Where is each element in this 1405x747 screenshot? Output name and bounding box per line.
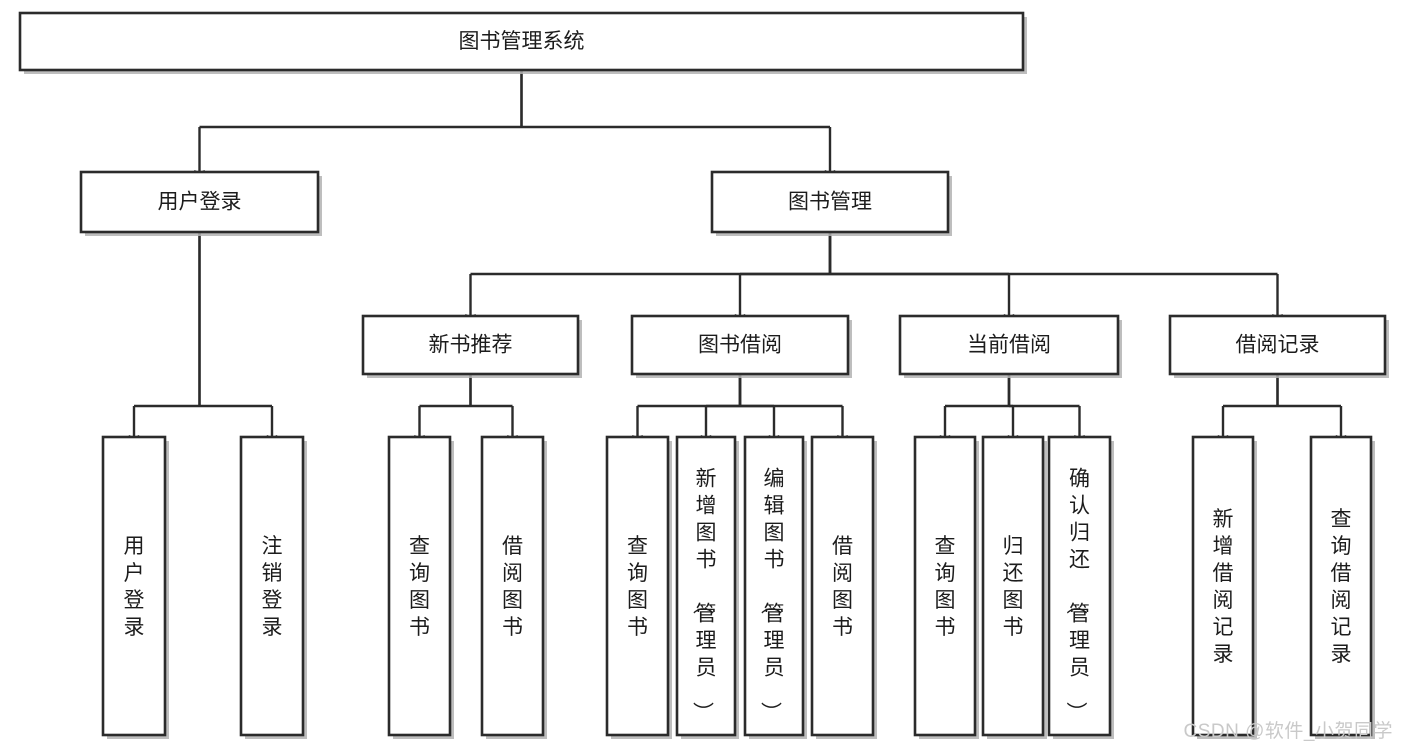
node-box[interactable] (981, 435, 1045, 737)
connector-l1a-to-leaf-a2 (198, 232, 278, 444)
node-box[interactable] (1191, 435, 1255, 737)
node-box[interactable] (1047, 435, 1112, 737)
node-label: 新增借阅记录 (1213, 508, 1234, 666)
node-leaf-a2[interactable]: 注销登录 (239, 435, 307, 739)
node-leaf-d1[interactable]: 查询图书 (913, 435, 979, 739)
node-label: 图书管理 (788, 191, 872, 214)
node-box[interactable] (710, 170, 950, 234)
csdn-watermark: CSDN @软件_小贺同学 (1183, 721, 1393, 742)
node-label: 查询图书 (935, 535, 956, 639)
node-label: 借阅记录 (1236, 334, 1320, 357)
node-l1b[interactable]: 图书管理 (710, 170, 952, 236)
node-l2a[interactable]: 新书推荐 (361, 314, 582, 378)
node-label: 查询图书 (409, 535, 430, 639)
node-box[interactable] (101, 435, 167, 737)
node-label: 用户登录 (124, 535, 145, 639)
node-box[interactable] (387, 435, 452, 737)
node-label: 图书管理系统 (459, 30, 585, 53)
connector-l2d-to-leaf-e1 (1217, 374, 1279, 444)
node-label: 新增图书（管理员） (691, 468, 717, 723)
node-box[interactable] (898, 314, 1120, 376)
connector-root-to-l1b (520, 70, 836, 179)
node-box[interactable] (743, 435, 805, 737)
node-label: 查询借阅记录 (1331, 508, 1352, 666)
node-leaf-e2[interactable]: 查询借阅记录 (1309, 435, 1375, 739)
node-box[interactable] (480, 435, 545, 737)
node-layer: 图书管理系统用户登录图书管理新书推荐图书借阅当前借阅借阅记录用户登录注销登录查询… (18, 11, 1389, 739)
node-box[interactable] (79, 170, 320, 234)
connector-layer (128, 70, 1347, 444)
node-l1a[interactable]: 用户登录 (79, 170, 322, 236)
node-box[interactable] (810, 435, 875, 737)
node-l2c[interactable]: 当前借阅 (898, 314, 1122, 378)
node-box[interactable] (239, 435, 305, 737)
node-box[interactable] (361, 314, 580, 376)
node-leaf-a1[interactable]: 用户登录 (101, 435, 169, 739)
connector-l1b-to-l2b (734, 232, 832, 323)
node-label: 图书借阅 (698, 334, 782, 357)
node-leaf-e1[interactable]: 新增借阅记录 (1191, 435, 1257, 739)
connector-l2b-to-leaf-c4 (738, 374, 848, 444)
node-box[interactable] (1309, 435, 1373, 737)
node-leaf-b2[interactable]: 借阅图书 (480, 435, 547, 739)
node-label: 用户登录 (158, 191, 242, 214)
node-l2d[interactable]: 借阅记录 (1168, 314, 1389, 378)
node-box[interactable] (913, 435, 977, 737)
node-leaf-c3[interactable]: 编辑图书（管理员） (743, 435, 807, 739)
node-root[interactable]: 图书管理系统 (18, 11, 1027, 74)
connector-l2c-to-leaf-d1 (939, 374, 1011, 444)
node-label: 归还图书 (1003, 535, 1024, 639)
connector-root-to-l1a (194, 70, 523, 179)
connector-l2d-to-leaf-e2 (1276, 374, 1347, 444)
node-box[interactable] (18, 11, 1025, 72)
connector-l2b-to-leaf-c2 (700, 374, 742, 444)
node-leaf-d3[interactable]: 确认归还（管理员） (1047, 435, 1114, 739)
connector-l2a-to-leaf-b1 (414, 374, 472, 444)
connector-l2c-to-leaf-d3 (1007, 374, 1085, 444)
node-box[interactable] (675, 435, 737, 737)
connector-l1b-to-l2d (828, 232, 1283, 323)
node-label: 编辑图书（管理员） (759, 468, 785, 723)
node-leaf-c2[interactable]: 新增图书（管理员） (675, 435, 739, 739)
node-l2b[interactable]: 图书借阅 (630, 314, 852, 378)
connector-l1a-to-leaf-a1 (128, 232, 201, 444)
node-label: 当前借阅 (967, 334, 1051, 357)
node-label: 查询图书 (627, 535, 648, 639)
node-box[interactable] (1168, 314, 1387, 376)
node-leaf-c4[interactable]: 借阅图书 (810, 435, 877, 739)
node-leaf-b1[interactable]: 查询图书 (387, 435, 454, 739)
connector-l2a-to-leaf-b2 (469, 374, 518, 444)
node-leaf-d2[interactable]: 归还图书 (981, 435, 1047, 739)
node-label: 借阅图书 (502, 535, 523, 639)
node-label: 注销登录 (262, 535, 283, 639)
node-box[interactable] (605, 435, 670, 737)
node-box[interactable] (630, 314, 850, 376)
node-label: 确认归还（管理员） (1064, 468, 1090, 723)
node-leaf-c1[interactable]: 查询图书 (605, 435, 672, 739)
node-label: 借阅图书 (832, 535, 853, 639)
node-label: 新书推荐 (429, 334, 513, 357)
